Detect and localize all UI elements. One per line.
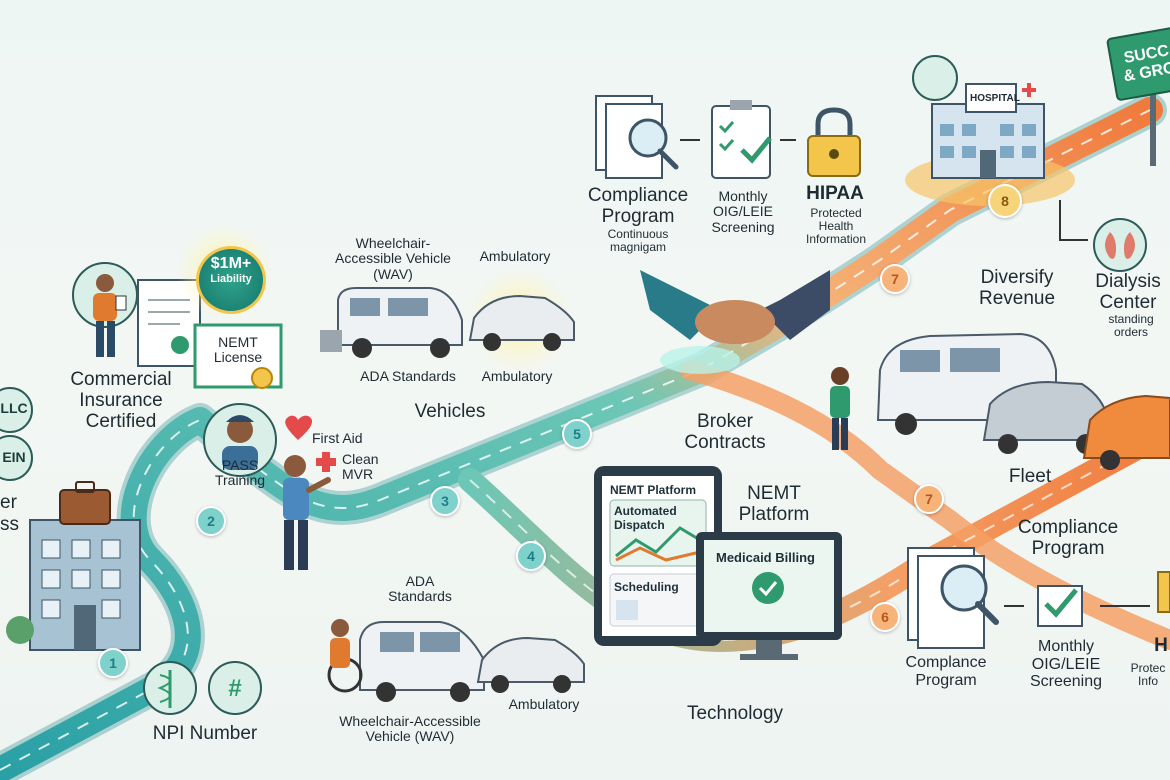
wav-van-top-icon [320, 287, 463, 358]
step-marker-1: 1 [98, 648, 128, 678]
standing-orders-label: standing orders [1108, 312, 1154, 340]
compliance-documents-bottom-icon [907, 547, 999, 649]
technology-label: Technology [686, 703, 784, 724]
nemt-tablet-icon [594, 466, 722, 646]
scheduling-label: Scheduling [614, 580, 679, 594]
pass-training-person-icon [203, 403, 277, 477]
nemt-license-label: NEMT License [213, 334, 263, 366]
step-marker-7a: 7 [880, 264, 910, 294]
step-marker-6: 6 [870, 602, 900, 632]
fleet-label: Fleet [1008, 466, 1052, 487]
office-building-icon [6, 481, 141, 651]
compliance-documents-icon [595, 95, 679, 179]
monthly-top-label: Monthly OIG/LEIE Screening [711, 188, 775, 235]
hash-symbol: # [228, 675, 242, 702]
monthly-bottom-label: Monthly OIG/LEIE Screening [1029, 638, 1103, 691]
driver-person-icon [283, 455, 331, 570]
clean-mvr-label: Clean MVR [342, 451, 379, 483]
ambulatory-car-bottom-icon [476, 636, 585, 693]
wav-van-bottom-icon [327, 619, 485, 702]
ada-top-label: ADA Standards [360, 368, 456, 384]
hospital-sign-label: HOSPITAL [970, 93, 1020, 104]
hipaa-bottom-partial-label: H [1154, 635, 1168, 656]
step-marker-8: 8 [988, 184, 1022, 218]
ambulatory-car-top-icon [468, 268, 575, 372]
wav-top-label: Wheelchair-Accessible Vehicle (WAV) [335, 235, 451, 282]
hipaa-top-label: HIPAA [806, 183, 864, 204]
step-marker-7b: 7 [914, 484, 944, 514]
junction-glow [660, 346, 740, 374]
ambulatory-top-label-2: Ambulatory [481, 368, 553, 384]
first-aid-label: First Aid [312, 430, 363, 446]
hospital-building-icon [905, 83, 1075, 206]
nemt-platform-screen-label: NEMT Platform [610, 483, 697, 497]
clinic-badge-icon [912, 55, 958, 101]
step-marker-2: 2 [196, 506, 226, 536]
ada-bottom-label: ADA Standards [388, 573, 452, 605]
step-marker-4: 4 [516, 541, 546, 571]
medicaid-billing-label: Medicaid Billing [716, 550, 815, 565]
ambulatory-top-label: Ambulatory [479, 248, 551, 264]
hash-icon [208, 661, 262, 715]
llc-label: LLC [0, 400, 28, 416]
padlock-partial-icon [1157, 571, 1170, 613]
check-box-icon [1037, 585, 1083, 627]
automated-dispatch-label: Automated Dispatch [614, 504, 677, 532]
liability-amount: $1M+ [210, 255, 252, 272]
nemt-license-certificate-icon [193, 323, 283, 389]
diversify-revenue-label: Diversify Revenue [978, 267, 1056, 309]
phi-top-label: Protected Health Information [805, 206, 867, 247]
fleet-vehicles-icon [876, 332, 1170, 470]
coordinator-person-icon [830, 367, 850, 450]
compliance-right-label: Compliance Program [1017, 517, 1119, 559]
inspector-person-icon [72, 262, 138, 357]
medicaid-monitor-icon [696, 532, 842, 660]
partial-label-2: ss [0, 514, 19, 535]
heart-icon [285, 415, 313, 440]
compliance-bottom-label: Complance Program [905, 654, 987, 689]
handshake-icon [640, 270, 830, 344]
vehicles-label: Vehicles [414, 401, 486, 422]
liability-word: Liability [210, 273, 252, 285]
success-sign-icon [1106, 26, 1170, 166]
step-marker-5: 5 [562, 419, 592, 449]
partial-label-1: er [0, 492, 17, 513]
broker-contracts-label: Broker Contracts [684, 411, 766, 453]
padlock-icon [807, 107, 861, 177]
ein-badge-icon [0, 435, 33, 481]
continuous-label: Continuous magnigam [607, 227, 669, 255]
phi-bottom-partial-label: Protec Info [1130, 661, 1166, 689]
npi-number-label: NPI Number [152, 723, 258, 744]
first-aid-cross-icon [316, 452, 336, 472]
step-marker-3: 3 [430, 486, 460, 516]
compliance-top-label: Compliance Program [587, 185, 689, 227]
kidney-icon [1093, 218, 1147, 272]
llc-badge-icon [0, 387, 33, 433]
dialysis-center-label: Dialysis Center [1095, 271, 1161, 313]
ambulatory-bottom-label: Ambulatory [508, 696, 580, 712]
ein-label: EIN [2, 449, 26, 465]
pass-training-label: PASS Training [214, 457, 266, 489]
wav-bottom-label: Wheelchair-Accessible Vehicle (WAV) [339, 713, 481, 745]
monthly-checklist-icon [711, 100, 772, 179]
nemt-platform-title: NEMT Platform [738, 483, 810, 525]
commercial-insurance-label: Commercial Insurance Certified [70, 369, 172, 432]
liability-badge: $1M+ Liability [196, 246, 266, 314]
